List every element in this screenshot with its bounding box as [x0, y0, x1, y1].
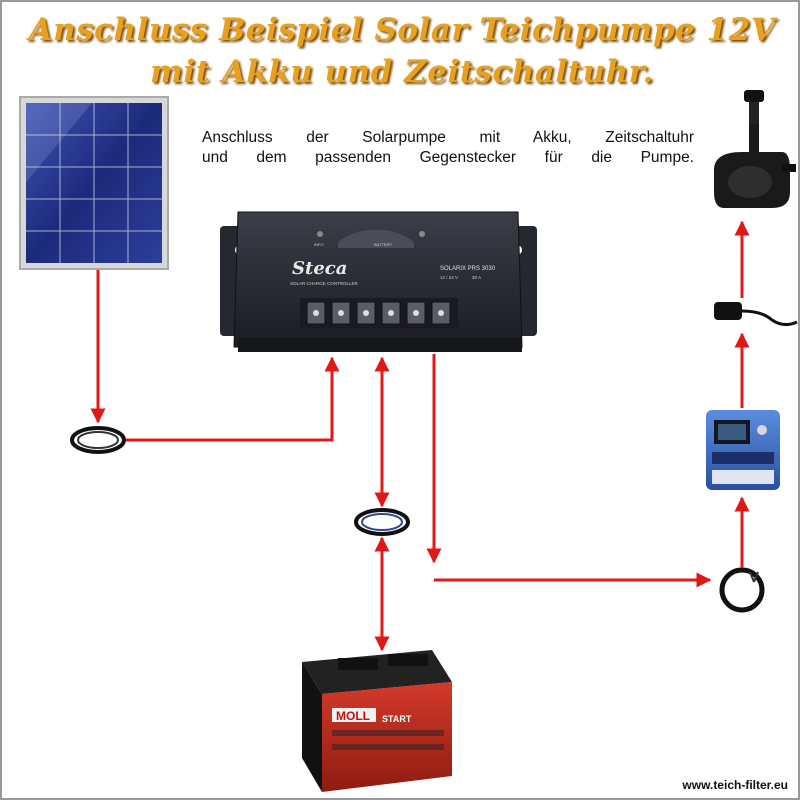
controller-model: SOLARIX PRS 3030	[440, 266, 496, 272]
footer-url: www.teich-filter.eu	[682, 778, 788, 792]
controller-rating: 12 / 24 V	[440, 275, 458, 280]
description: Anschluss der Solarpumpe mit Akku, Zeits…	[202, 128, 694, 168]
timer-switch	[706, 410, 780, 490]
description-line-2: und dem passenden Gegenstecker für die P…	[202, 149, 694, 166]
controller-subtitle: SOLAR CHARGE CONTROLLER	[290, 281, 359, 286]
connection-arrows	[90, 220, 750, 652]
battery-brand: MOLL	[336, 709, 370, 723]
battery: MOLL START	[302, 650, 452, 792]
cable-coil-solar	[70, 426, 126, 454]
controller-brand: Steca	[292, 258, 347, 279]
controller-info-label: INFO	[314, 242, 324, 247]
controller-battery-label: BATTERY	[374, 242, 392, 247]
controller-current: 30 A	[472, 275, 481, 280]
cable-coil-battery	[354, 508, 410, 536]
solar-panel	[19, 96, 169, 270]
description-line-1: Anschluss der Solarpumpe mit Akku, Zeits…	[202, 129, 694, 146]
title-line-2: mit Akku und Zeitschaltuhr.	[150, 54, 654, 90]
arrow-cable-to-controller	[126, 356, 340, 442]
battery-label: START	[382, 714, 412, 724]
title-line-1: Anschluss Beispiel Solar Teichpumpe 12V	[28, 12, 776, 48]
pond-pump	[714, 90, 796, 208]
charge-controller: INFO BATTERY Steca SOLAR CHARGE CONTROLL…	[220, 211, 537, 352]
y-connector-cable	[719, 567, 765, 613]
pump-connector-plug	[714, 302, 798, 327]
